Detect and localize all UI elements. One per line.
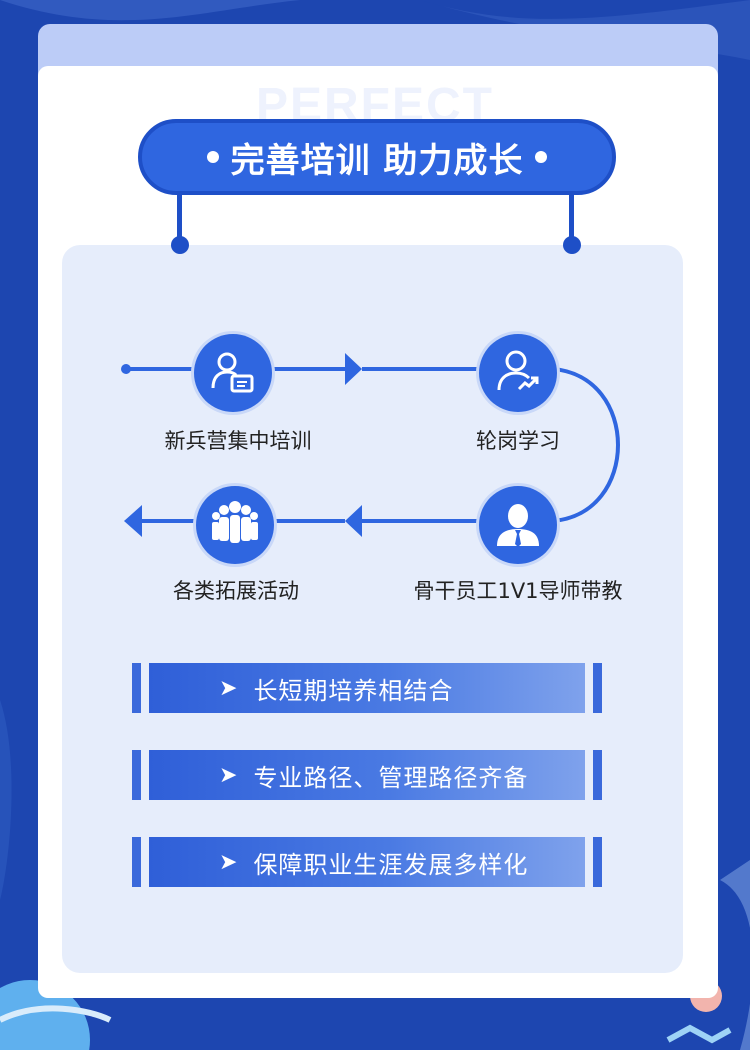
banner-body: ➤ 保障职业生涯发展多样化 xyxy=(149,837,585,887)
arrow-icon: ➤ xyxy=(219,849,238,875)
banner-body: ➤ 长短期培养相结合 xyxy=(149,663,585,713)
user-growth-icon xyxy=(497,350,539,391)
mentor-tie-icon xyxy=(497,504,539,547)
highlight-banner-1: ➤ 长短期培养相结合 xyxy=(132,663,602,713)
banner-left-bar xyxy=(132,750,141,800)
page-title: 完善培训 助力成长 xyxy=(230,140,524,181)
banner-left-bar xyxy=(132,837,141,887)
step-node-3 xyxy=(479,486,557,564)
highlight-banner-3: ➤ 保障职业生涯发展多样化 xyxy=(132,837,602,887)
left-connector-dot xyxy=(171,236,189,254)
banner-right-bar xyxy=(593,837,602,887)
step-label-2: 轮岗学习 xyxy=(476,429,560,453)
step-label-1: 新兵营集中培训 xyxy=(164,429,312,453)
title-right-dot xyxy=(535,151,548,163)
team-group-icon xyxy=(212,501,258,543)
arrow-icon: ➤ xyxy=(219,675,238,701)
step-node-1 xyxy=(194,334,272,412)
banner-right-bar xyxy=(593,663,602,713)
title-left-dot xyxy=(206,151,219,163)
highlight-text-1: 长短期培养相结合 xyxy=(253,676,454,705)
id-card-user-icon xyxy=(211,352,254,393)
banner-right-bar xyxy=(593,750,602,800)
right-connector xyxy=(569,195,574,243)
step-node-2 xyxy=(479,334,557,412)
arrow-icon: ➤ xyxy=(219,762,238,788)
step-label-3: 骨干员工1V1导师带教 xyxy=(413,579,623,603)
step-label-4: 各类拓展活动 xyxy=(173,579,299,603)
banner-body: ➤ 专业路径、管理路径齐备 xyxy=(149,750,585,800)
step-node-4 xyxy=(196,486,274,564)
highlight-text-2: 专业路径、管理路径齐备 xyxy=(253,763,529,792)
highlight-banner-2: ➤ 专业路径、管理路径齐备 xyxy=(132,750,602,800)
highlight-text-3: 保障职业生涯发展多样化 xyxy=(253,850,529,879)
left-connector xyxy=(177,195,182,243)
banner-left-bar xyxy=(132,663,141,713)
title-pill: 完善培训 助力成长 xyxy=(138,119,616,195)
right-connector-dot xyxy=(563,236,581,254)
